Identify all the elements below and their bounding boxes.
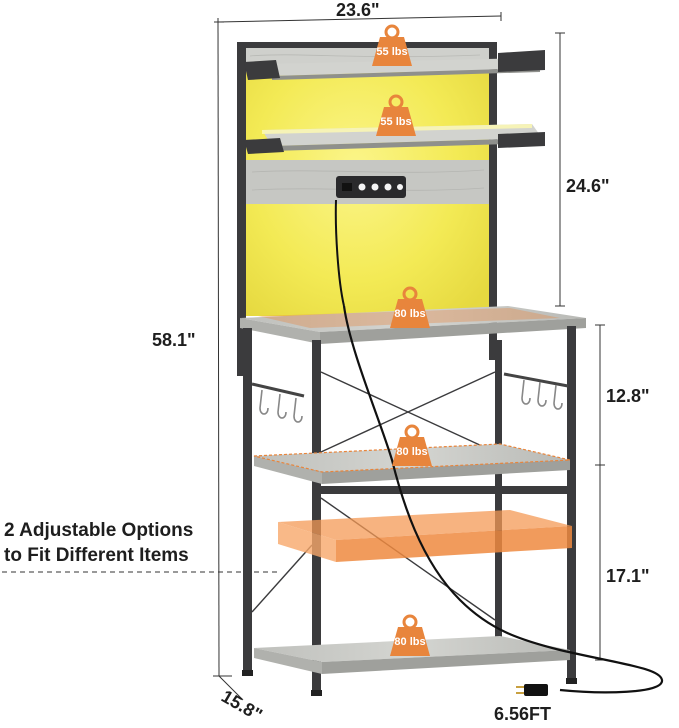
weight-label: 80 lbs (394, 636, 426, 648)
weight-label: 55 lbs (376, 46, 408, 58)
frame (237, 42, 497, 376)
middle-height-dimension: 12.8" (606, 386, 650, 406)
adjustable-shelf-highlight (278, 510, 572, 562)
light-shelf-weight-badge: 55 lbs (372, 94, 420, 138)
adjustable-note: 2 Adjustable Options to Fit Different It… (4, 518, 193, 568)
dimension-lines (2, 12, 605, 701)
lower-height-dimension: 17.1" (606, 566, 650, 586)
power-cord (342, 305, 664, 694)
weight-icon (390, 614, 430, 656)
total-height-dimension: 58.1" (152, 330, 196, 350)
weight-icon (392, 424, 432, 466)
top-shelf-weight-badge: 55 lbs (368, 24, 416, 68)
adjustable-note-line1: 2 Adjustable Options (4, 520, 194, 541)
weight-label: 80 lbs (394, 308, 426, 320)
width-dimension: 23.6" (336, 0, 380, 20)
power-strip (334, 176, 406, 307)
weight-icon (376, 94, 416, 136)
desktop-weight-badge: 80 lbs (386, 286, 434, 330)
adjustable-note-line2: to Fit Different Items (4, 545, 189, 566)
hutch-height-dimension: 24.6" (566, 176, 610, 196)
feet (242, 670, 577, 696)
plug (516, 684, 548, 696)
weight-icon (372, 24, 412, 66)
top-shelf (244, 50, 545, 80)
weight-icon (390, 286, 430, 328)
bottom-shelf-weight-badge: 80 lbs (386, 614, 434, 658)
middle-shelf-weight-badge: 80 lbs (388, 424, 436, 468)
hook-bars (251, 372, 569, 423)
weight-label: 55 lbs (380, 116, 412, 128)
weight-label: 80 lbs (396, 446, 428, 458)
cord-length-dimension: 6.56FT (494, 704, 552, 724)
